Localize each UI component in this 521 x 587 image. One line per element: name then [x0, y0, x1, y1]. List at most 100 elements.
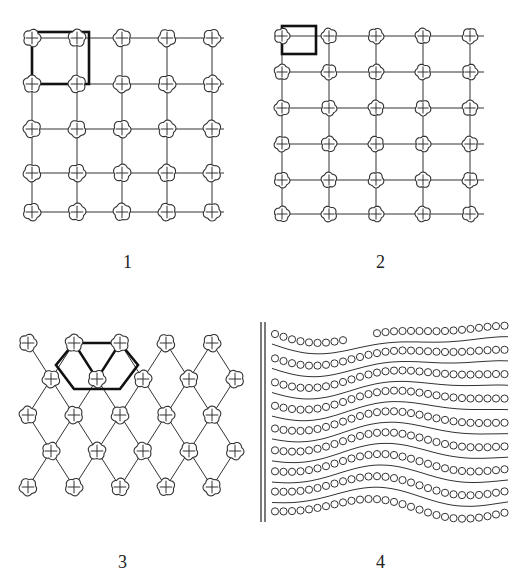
molecule-cross: [143, 373, 144, 386]
molecule-symbol: [415, 172, 431, 187]
molecule-symbol: [180, 443, 198, 460]
molecule-circle: [501, 443, 508, 450]
molecule-circle: [288, 448, 295, 455]
molecule-symbol: [368, 136, 383, 152]
molecule-cross: [282, 102, 283, 113]
molecule-symbol: [19, 479, 36, 496]
molecule-circle: [433, 511, 440, 518]
molecule-circle: [305, 467, 312, 474]
molecule-symbol: [111, 334, 128, 351]
molecule-circle: [501, 419, 508, 426]
molecule-symbol: [415, 28, 431, 43]
molecule-circle: [348, 396, 355, 403]
molecule-circle: [441, 465, 448, 472]
molecule-circle: [501, 322, 508, 329]
molecule-circle: [424, 509, 431, 516]
molecule-circle: [356, 474, 363, 481]
molecule-circle: [475, 514, 482, 521]
molecule-circle: [399, 367, 406, 374]
molecule-circle: [484, 347, 491, 354]
molecule-circle: [416, 327, 423, 334]
molecule-circle: [407, 479, 414, 486]
molecule-circle: [424, 369, 431, 376]
molecule-circle: [416, 458, 423, 465]
molecule-circle: [492, 467, 499, 474]
molecule-circle: [331, 480, 338, 487]
lattice-line: [24, 129, 224, 130]
molecule-symbol: [158, 203, 175, 221]
molecule-cross: [282, 30, 283, 41]
molecule-symbol: [19, 406, 36, 423]
molecule-circle: [382, 348, 389, 355]
molecule-circle: [450, 327, 457, 334]
molecule-circle: [441, 440, 448, 447]
molecule-circle: [365, 371, 372, 378]
molecule-circle: [348, 476, 355, 483]
molecule-circle: [339, 398, 346, 405]
molecule-symbol: [204, 75, 221, 92]
molecule-symbol: [24, 204, 41, 221]
lattice-line: [282, 28, 283, 220]
molecule-circle: [339, 337, 346, 344]
molecule-circle: [365, 495, 372, 502]
molecule-cross: [189, 373, 190, 386]
molecule-circle: [348, 415, 355, 422]
molecule-cross: [32, 206, 33, 219]
molecule-cross: [376, 174, 377, 185]
molecule-cross: [423, 30, 424, 41]
molecule-circle: [280, 357, 287, 364]
lattice-line: [167, 30, 168, 220]
molecule-circle: [390, 347, 397, 354]
molecule-circle: [297, 448, 304, 455]
molecule-symbol: [274, 64, 290, 79]
molecule-cross: [470, 174, 471, 185]
molecule-symbol: [274, 137, 290, 152]
molecule-circle: [407, 347, 414, 354]
molecule-circle: [322, 482, 329, 489]
molecule-circle: [492, 443, 499, 450]
molecule-symbol: [204, 30, 221, 47]
layer-line: [272, 465, 508, 483]
molecule-circle: [441, 416, 448, 423]
molecule-cross: [167, 206, 168, 219]
molecule-symbol: [462, 136, 477, 152]
molecule-circle: [356, 432, 363, 439]
molecule-cross: [470, 66, 471, 77]
molecule-cross: [282, 138, 283, 149]
molecule-cross: [329, 208, 330, 219]
molecule-circle: [450, 491, 457, 498]
molecule-circle: [331, 360, 338, 367]
molecule-circle: [399, 347, 406, 354]
molecule-circle: [475, 371, 482, 378]
molecule-circle: [280, 426, 287, 433]
wall-line: [264, 322, 265, 522]
molecule-circle: [314, 339, 321, 346]
molecule-circle: [399, 387, 406, 394]
molecule-circle: [373, 409, 380, 416]
molecule-circle: [331, 460, 338, 467]
molecule-circle: [407, 327, 414, 334]
molecule-cross: [122, 206, 123, 219]
molecule-circle: [450, 442, 457, 449]
molecule-circle: [348, 376, 355, 383]
lattice-line: [274, 214, 484, 215]
molecule-cross: [376, 138, 377, 149]
molecule-symbol: [68, 75, 85, 92]
molecule-circle: [390, 387, 397, 394]
molecule-cross: [329, 138, 330, 149]
molecule-circle: [314, 362, 321, 369]
molecule-circle: [339, 478, 346, 485]
molecule-circle: [373, 330, 380, 337]
molecule-circle: [475, 395, 482, 402]
molecule-circle: [348, 497, 355, 504]
lattice-line: [329, 28, 330, 220]
molecule-circle: [424, 413, 431, 420]
molecule-symbol: [114, 164, 131, 181]
molecule-cross: [376, 208, 377, 219]
molecule-symbol: [275, 28, 290, 44]
molecule-circle: [433, 487, 440, 494]
molecule-symbol: [158, 406, 175, 424]
molecule-cross: [122, 123, 123, 136]
molecule-symbol: [158, 30, 176, 47]
